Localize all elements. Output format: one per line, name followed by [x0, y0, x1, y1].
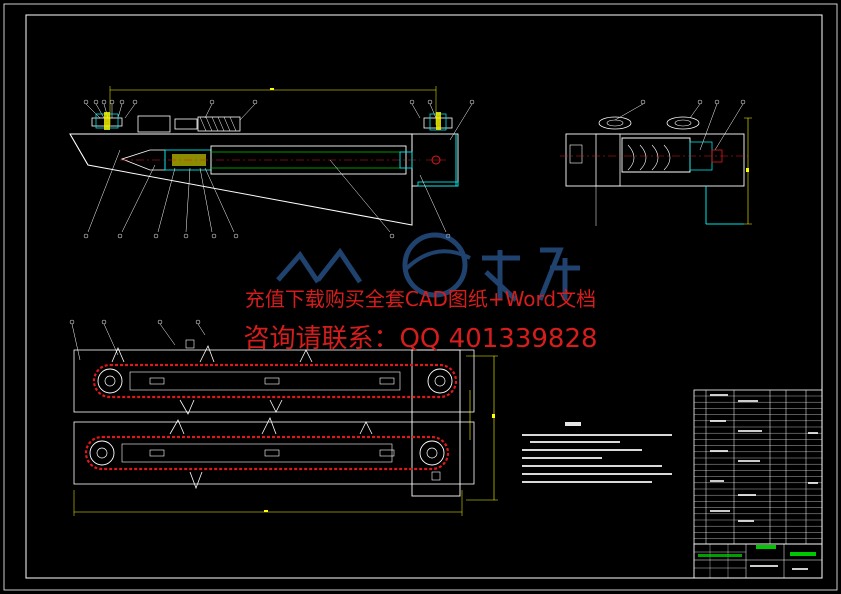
- end-view: [560, 99, 752, 226]
- plan-view: [69, 319, 498, 516]
- side-elevation-view: [69, 86, 475, 239]
- title-block: [693, 543, 823, 579]
- outer-frame: [3, 3, 838, 591]
- inner-frame: [25, 14, 823, 579]
- parts-list-table: [693, 389, 823, 545]
- watermark-logo: [276, 232, 580, 302]
- technical-notes: [522, 422, 672, 483]
